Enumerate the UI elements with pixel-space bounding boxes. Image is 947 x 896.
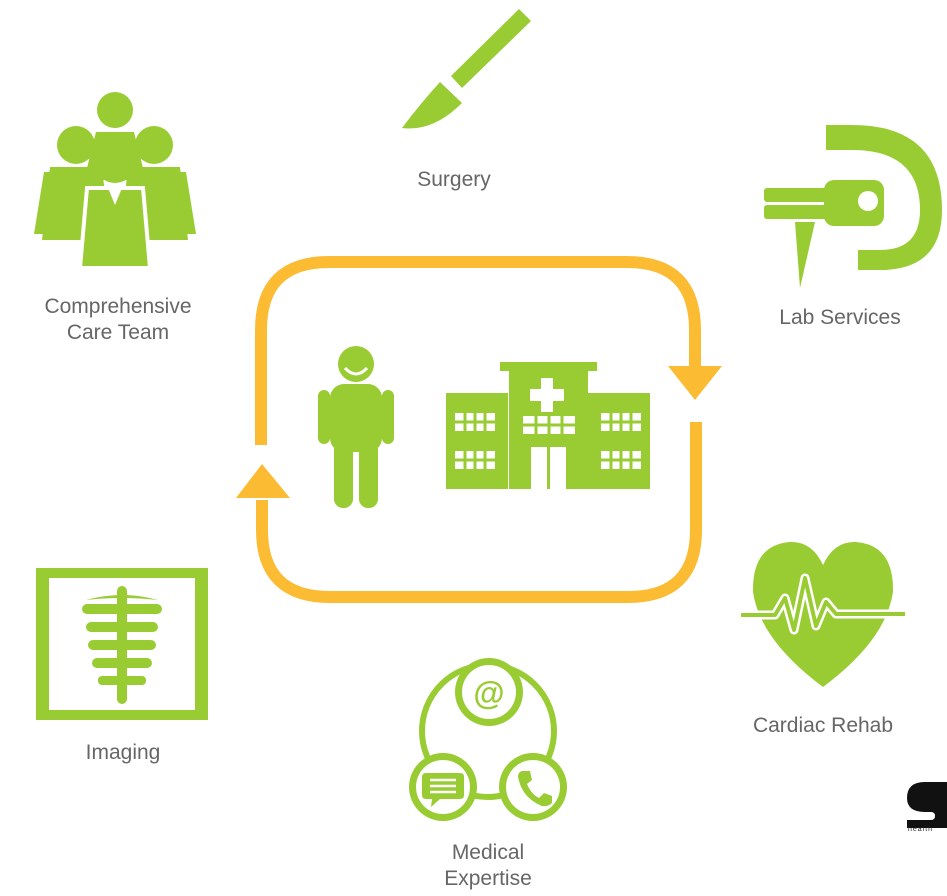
xray-icon	[36, 568, 208, 720]
comprehensive-care-team-line2: Care Team	[66, 321, 170, 344]
lab-services-label-text: Lab Services	[779, 306, 901, 329]
communication-icon: @	[409, 658, 567, 821]
surgery-label-text: Surgery	[417, 168, 491, 191]
medical-expertise-label: Medical Expertise	[418, 840, 558, 892]
surgery-label: Surgery	[407, 167, 501, 193]
cardiac-rehab-label: Cardiac Rehab	[728, 713, 918, 739]
lab-services-label: Lab Services	[760, 305, 920, 331]
scalpel-icon	[402, 9, 531, 129]
hospital-icon	[446, 362, 650, 489]
comprehensive-care-team-line1: Comprehensive	[44, 295, 192, 318]
heartbeat-icon	[741, 541, 905, 687]
cardiac-rehab-label-text: Cardiac Rehab	[752, 714, 894, 737]
cycle-arrows-icon	[236, 256, 722, 603]
medical-expertise-line2: Expertise	[444, 867, 532, 890]
svg-text:@: @	[473, 675, 504, 711]
ct-scanner-icon	[764, 125, 942, 288]
person-icon	[318, 346, 394, 508]
logo	[907, 782, 947, 828]
imaging-label: Imaging	[60, 740, 186, 766]
logo-text: health	[908, 826, 934, 833]
medical-expertise-line1: Medical	[451, 841, 525, 864]
team-icon	[34, 92, 196, 270]
comprehensive-care-team-label: Comprehensive Care Team	[18, 294, 218, 346]
imaging-label-text: Imaging	[85, 741, 161, 764]
